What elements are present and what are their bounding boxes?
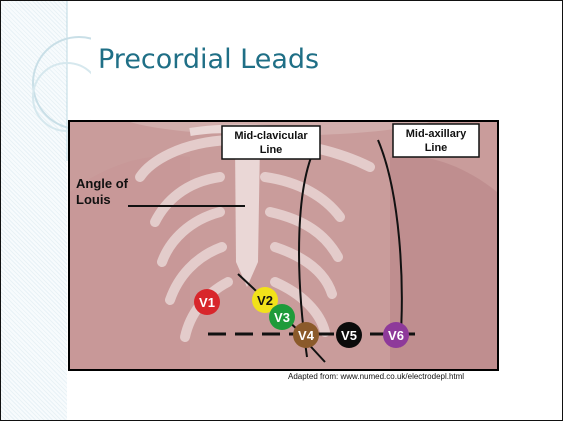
precordial-leads-figure: Mid-clavicular Line Mid-axillary Line An… xyxy=(68,120,499,371)
electrode-v3-label: V3 xyxy=(274,310,290,325)
mid-axillary-label-line2: Line xyxy=(425,142,448,154)
electrode-v4-label: V4 xyxy=(298,328,315,343)
angle-of-louis-label-line2: Louis xyxy=(76,192,111,207)
electrode-v1-label: V1 xyxy=(199,295,215,310)
chest-illustration: Mid-clavicular Line Mid-axillary Line An… xyxy=(70,122,497,369)
mid-axillary-label-line1: Mid-axillary xyxy=(406,128,467,140)
electrode-v6-label: V6 xyxy=(388,328,404,343)
electrode-v1: V1 xyxy=(194,289,220,315)
image-credit: Adapted from: www.numed.co.uk/electrodep… xyxy=(288,372,464,381)
electrode-v3: V3 xyxy=(269,304,295,330)
mid-clavicular-label-line1: Mid-clavicular xyxy=(234,130,308,142)
angle-of-louis-label-line1: Angle of xyxy=(76,176,129,191)
slide-title: Precordial Leads xyxy=(98,44,319,75)
electrode-v5: V5 xyxy=(336,322,362,348)
electrode-v5-label: V5 xyxy=(341,328,357,343)
mid-clavicular-label-line2: Line xyxy=(260,144,283,156)
electrode-v4: V4 xyxy=(293,322,319,348)
electrode-v2-label: V2 xyxy=(257,293,273,308)
sternum xyxy=(235,142,260,287)
electrode-v6: V6 xyxy=(383,322,409,348)
